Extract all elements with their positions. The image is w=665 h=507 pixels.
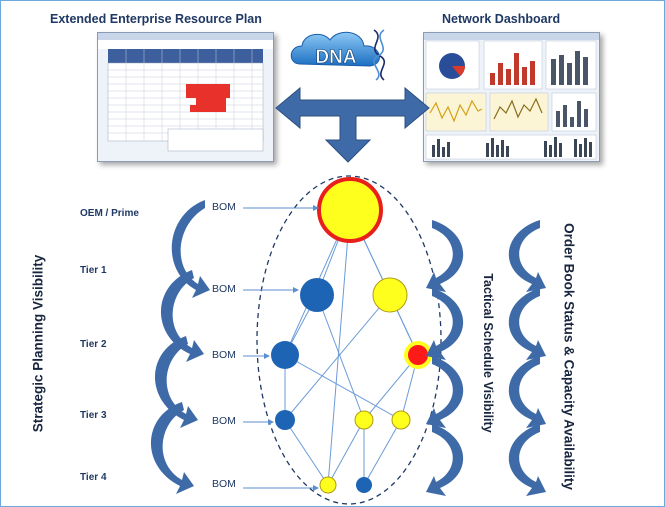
dashboard-title: Network Dashboard (442, 12, 561, 26)
tier-label-3: Tier 3 (80, 410, 107, 421)
dashboard-charts-graphic (424, 33, 599, 160)
bom-label-tier1: BOM (212, 283, 236, 295)
tactical-schedule-label: Tactical Schedule Visibility (481, 273, 495, 433)
dna-logo: DNA (290, 29, 386, 81)
bom-label-tier3: BOM (212, 415, 236, 427)
network-boundary (256, 175, 442, 505)
node-tier2-red (404, 341, 432, 369)
tier-label-2: Tier 2 (80, 339, 107, 350)
orderbook-cascade-arrows (508, 220, 546, 496)
tactical-cascade-arrows (426, 220, 464, 496)
dna-logo-text: DNA (315, 47, 356, 68)
tier-label-oem: OEM / Prime (80, 208, 139, 219)
node-tier2-blue (271, 341, 299, 369)
erp-table-graphic (98, 33, 273, 152)
bom-arrows (243, 205, 319, 491)
strategic-planning-label: Strategic Planning Visibility (30, 254, 46, 433)
node-tier4-yellow (319, 476, 337, 494)
node-tier3-yellow-b (391, 410, 411, 430)
erp-title: Extended Enterprise Resource Plan (50, 12, 262, 26)
bom-label-tier2: BOM (212, 349, 236, 361)
tier-label-4: Tier 4 (80, 472, 107, 483)
node-tier3-yellow-a (354, 410, 374, 430)
node-oem (317, 177, 383, 243)
connector-arrows (275, 86, 430, 163)
order-book-label: Order Book Status & Capacity Availabilit… (561, 223, 577, 490)
node-tier1-yellow (372, 277, 408, 313)
bom-label-oem: BOM (212, 201, 236, 213)
node-tier3-blue (275, 410, 295, 430)
tier-label-1: Tier 1 (80, 265, 107, 276)
node-tier4-blue (356, 477, 372, 493)
erp-screenshot (97, 32, 274, 162)
dashboard-screenshot (423, 32, 600, 162)
network-links (284, 209, 419, 486)
strategic-cascade-arrows (150, 200, 210, 494)
node-tier1-blue (300, 278, 334, 312)
bom-label-tier4: BOM (212, 478, 236, 490)
